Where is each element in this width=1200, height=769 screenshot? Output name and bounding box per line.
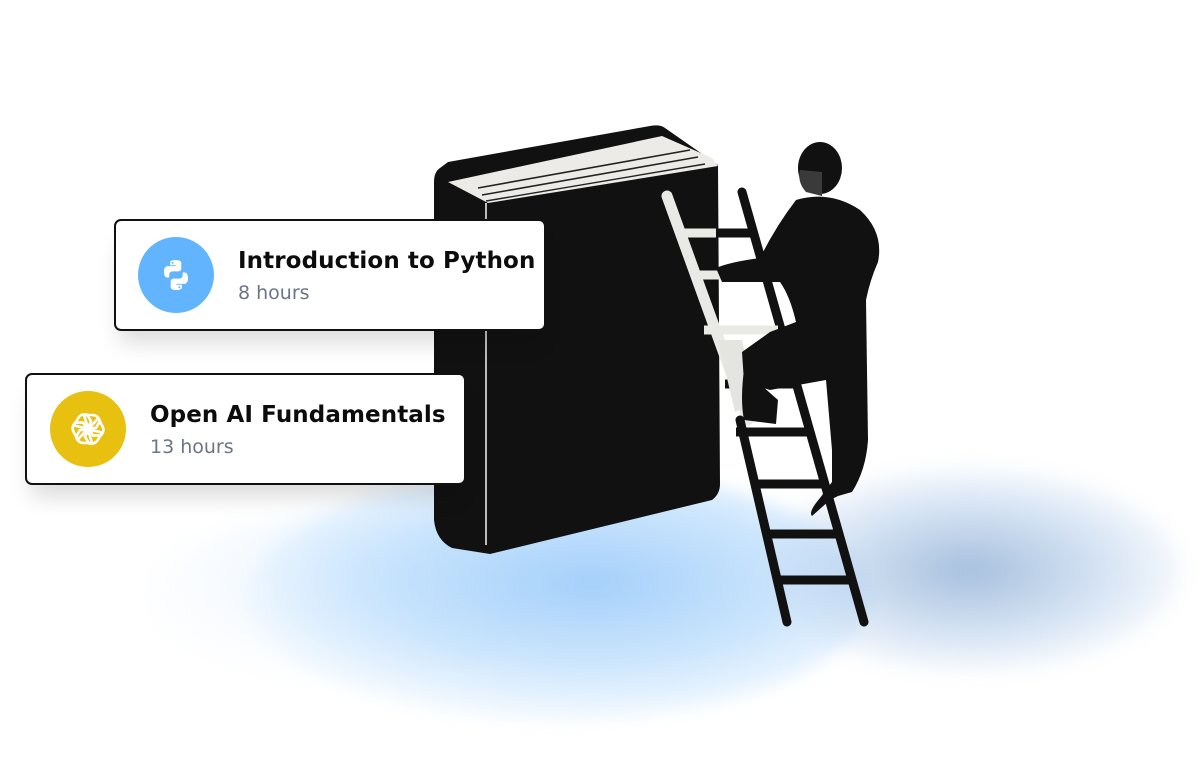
course-title: Introduction to Python — [238, 247, 536, 274]
person-silhouette-icon — [716, 142, 880, 516]
course-duration: 13 hours — [150, 435, 234, 458]
giant-book-icon — [434, 125, 720, 554]
course-card-openai[interactable]: Open AI Fundamentals 13 hours — [25, 373, 466, 485]
course-card-python[interactable]: Introduction to Python 8 hours — [114, 219, 546, 331]
python-logo-icon — [138, 237, 214, 313]
course-title: Open AI Fundamentals — [150, 401, 446, 428]
course-duration: 8 hours — [238, 281, 310, 304]
openai-logo-icon — [50, 391, 126, 467]
